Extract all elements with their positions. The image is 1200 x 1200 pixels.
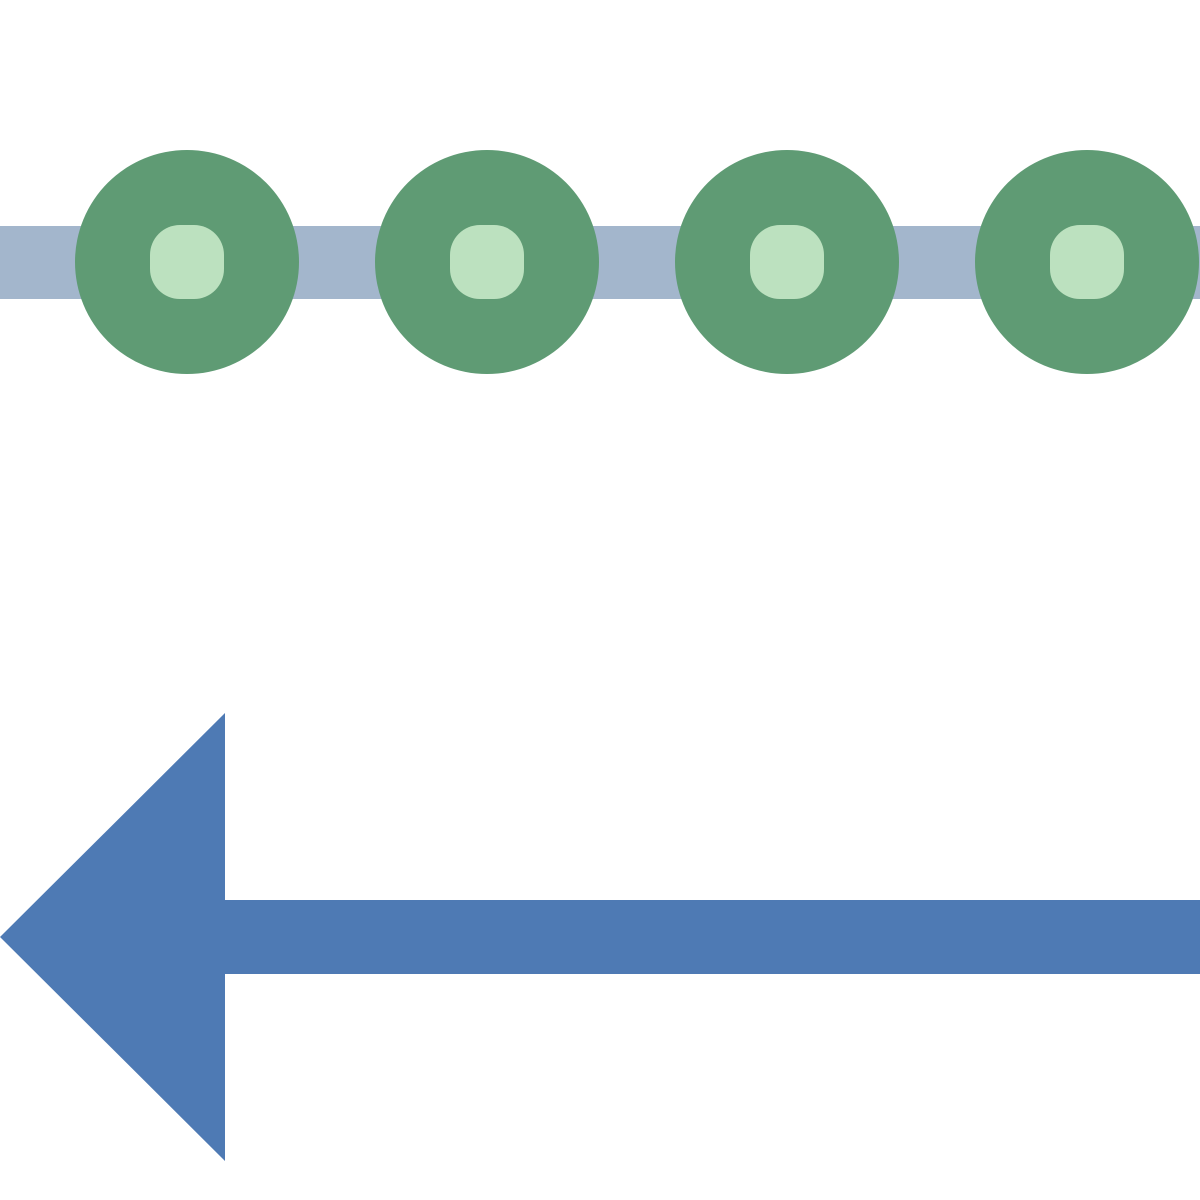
station-center-dot bbox=[1050, 225, 1124, 299]
station-icon bbox=[675, 150, 899, 374]
station-icon bbox=[975, 150, 1199, 374]
station-center-dot bbox=[150, 225, 224, 299]
station-icon bbox=[375, 150, 599, 374]
station-group bbox=[75, 150, 1199, 374]
station-center-dot bbox=[750, 225, 824, 299]
station-icon bbox=[75, 150, 299, 374]
arrow-left-icon bbox=[0, 713, 1200, 1161]
station-center-dot bbox=[450, 225, 524, 299]
